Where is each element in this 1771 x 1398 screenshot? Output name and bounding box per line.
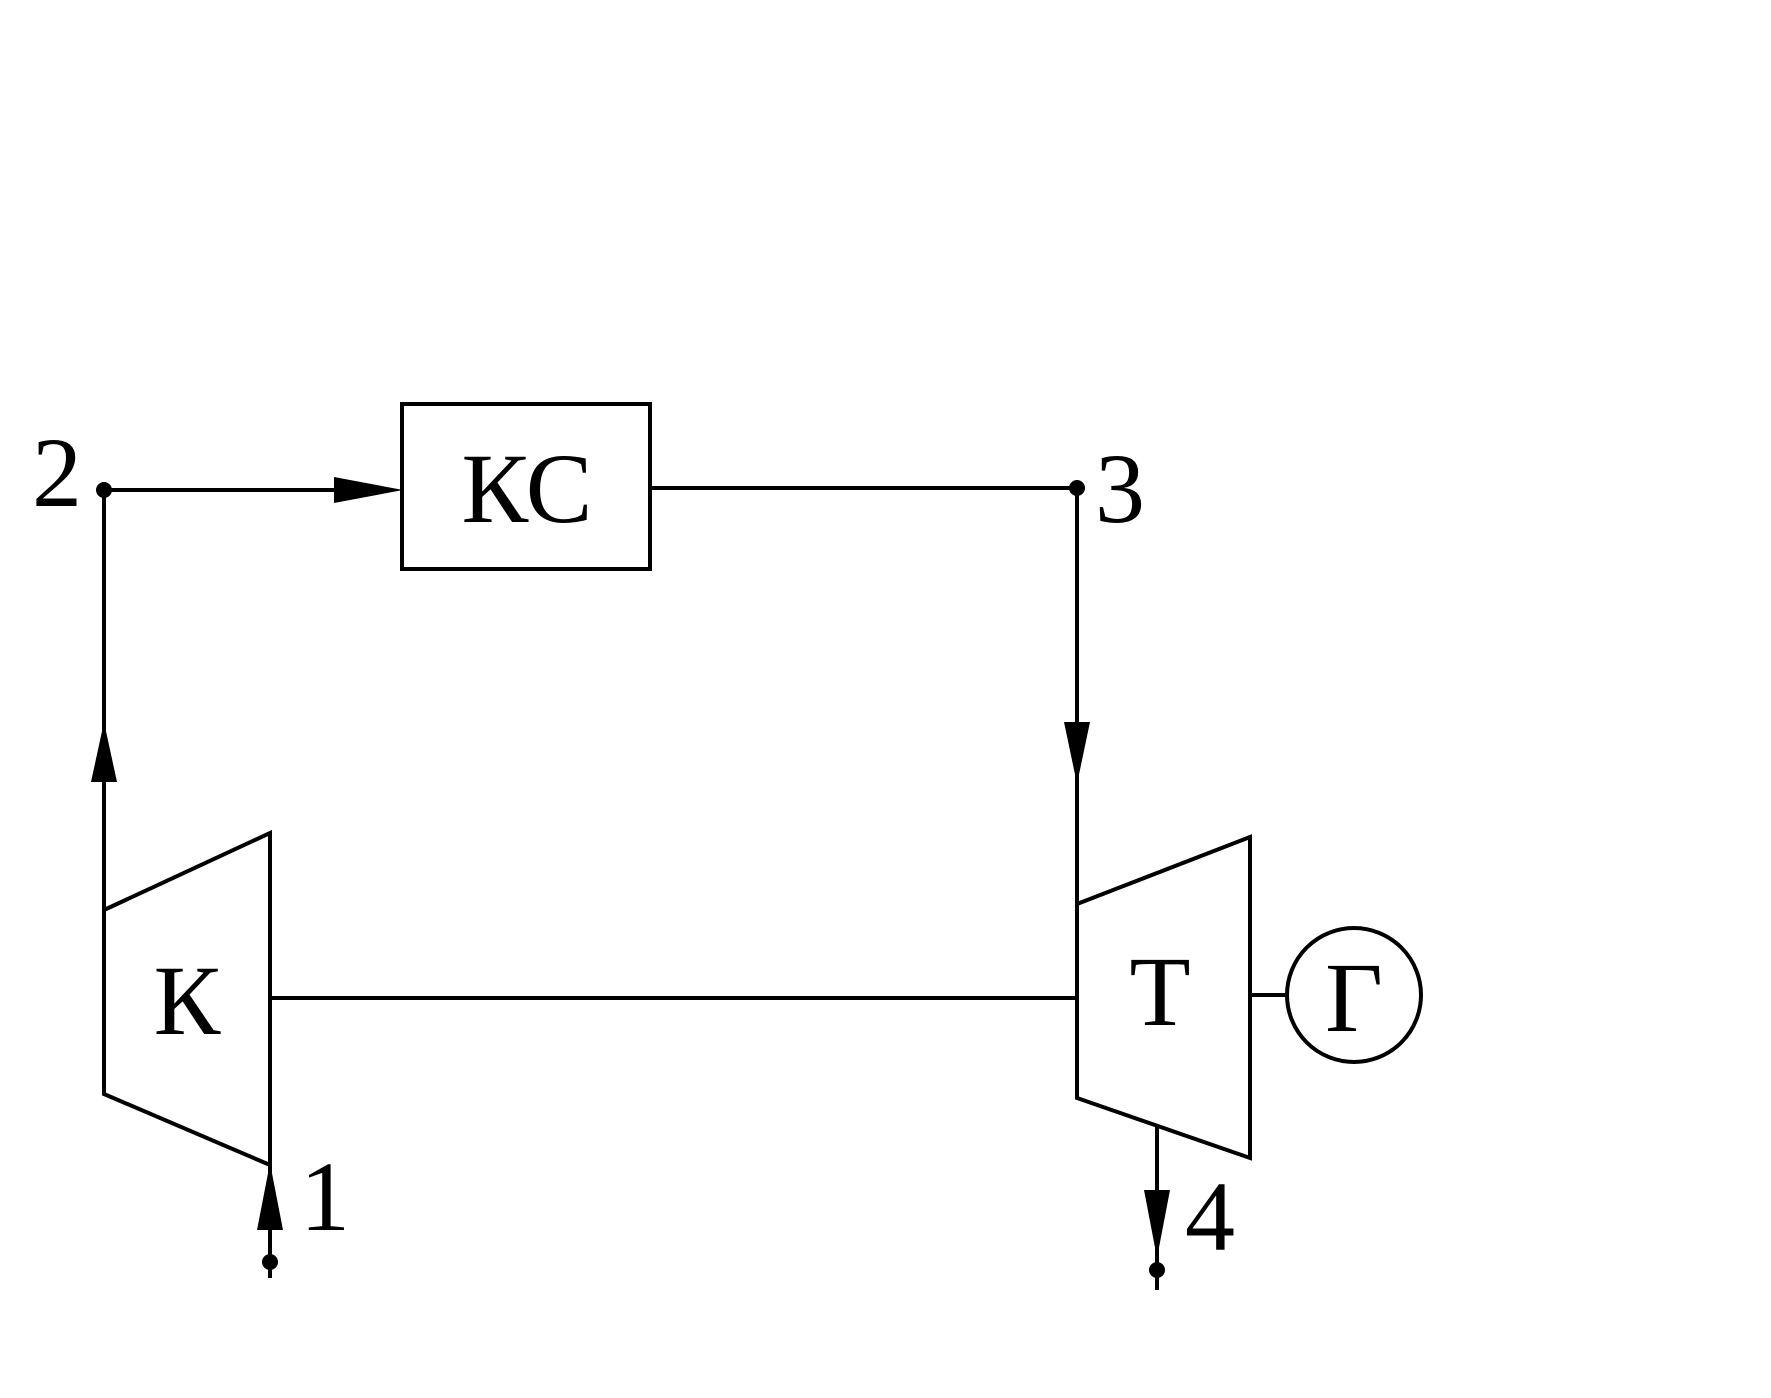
generator-circle <box>1285 926 1423 1064</box>
flow-turbine-to-4: 4 <box>1144 1126 1235 1290</box>
arrow-compressor-inlet <box>257 1163 283 1230</box>
flow-compressor-to-2 <box>91 490 117 910</box>
point-label-2: 2 <box>32 417 82 528</box>
flow-1-to-compressor: 1 <box>257 1141 350 1278</box>
combustion-chamber-label: КС <box>462 433 593 544</box>
compressor-label: К <box>154 945 222 1056</box>
combustion-chamber: КС <box>400 402 652 571</box>
point-label-3: 3 <box>1095 433 1145 544</box>
generator: Г <box>1250 926 1423 1064</box>
arrow-into-cc <box>334 477 403 503</box>
point-label-1: 1 <box>300 1141 350 1252</box>
point-label-4: 4 <box>1185 1161 1235 1272</box>
turbine-label: Т <box>1129 936 1190 1047</box>
arrow-into-turbine <box>1064 722 1090 784</box>
turbine: Т <box>1075 834 1252 1161</box>
turbine-body <box>1075 834 1252 1161</box>
arrow-turbine-outlet <box>1144 1190 1170 1258</box>
arrow-compressor-outlet <box>91 722 117 782</box>
node-4 <box>1149 1262 1165 1278</box>
flow-2-to-cc: 2 <box>32 417 403 528</box>
flow-3-to-turbine <box>1064 488 1090 904</box>
node-1 <box>262 1254 278 1270</box>
compressor: К <box>102 829 272 1169</box>
flow-cc-to-3: 3 <box>650 433 1145 544</box>
generator-label: Г <box>1325 942 1383 1053</box>
